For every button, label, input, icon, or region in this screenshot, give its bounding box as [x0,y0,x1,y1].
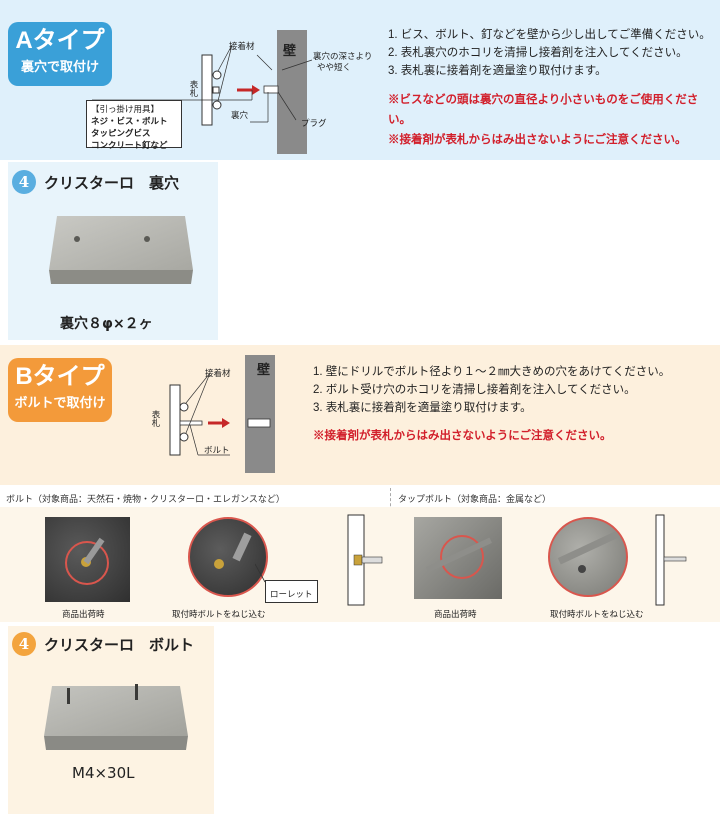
caption-shipping: 商品出荷時 [62,609,105,619]
instruction-step: 1. ビス、ボルト、釘などを壁から少し出してご準備ください。 [388,29,711,41]
type-b-warnings: ※接着剤が表札からはみ出さないようにご注意ください。 [313,426,713,446]
card-a-number: 4 [12,170,36,194]
bolt-icon [67,688,70,704]
card-a-caption: 裏穴８φ×２ヶ [60,316,153,332]
knurl-leader [255,563,266,583]
warning-text: ※接着剤が表札からはみ出さないようにご注意ください。 [388,134,687,146]
arrow-head-icon [222,418,230,428]
hole-icon [74,236,80,242]
highlight-circle [65,541,109,585]
card-b-title: クリスターロ ボルト [44,635,195,654]
bolt-label-b: ボルト [204,445,230,455]
type-a-instructions: 1. ビス、ボルト、釘などを壁から少し出してご準備ください。 2. 表札裏穴のホ… [388,26,718,80]
metal-install-photo [548,517,628,597]
instruction-step: 1. 壁にドリルでボルト径より１～２㎜大きめの穴をあけてください。 [313,366,671,378]
type-a-diagram [92,30,313,154]
type-a-title: Aタイプ [15,27,105,54]
arrow-head-icon [252,85,260,95]
card-b-caption: M4×30L [72,764,135,782]
card-a-title: クリスターロ 裏穴 [44,173,180,192]
hanger-item: ネジ・ビス・ボルト [91,116,168,126]
type-b-instructions: 1. 壁にドリルでボルト径より１～２㎜大きめの穴をあけてください。 2. ボルト… [313,363,713,417]
type-b-panel [0,345,720,485]
depth-note-2: やや短く [317,62,352,72]
warning-text: ※ビスなどの頭は裏穴の直径より小さいものをご使用ください。 [388,94,699,126]
type-b-title: Bタイプ [15,363,105,390]
plate-label-a: 表札 [189,80,199,97]
knurl-label: ローレット [270,589,313,599]
bolt-plate-diagram [347,514,383,606]
warning-text: ※接着剤が表札からはみ出さないようにご注意ください。 [313,430,612,442]
caption-install: 取付時ボルトをねじ込む [172,609,266,619]
wall-label-b: 壁 [257,363,271,378]
knurl-label-box: ローレット [265,580,318,603]
highlight-circle [440,535,484,579]
adhesive-label-a: 接着材 [229,41,255,51]
type-a-subtitle: 裏穴で取付け [20,60,99,75]
type-a-warnings: ※ビスなどの頭は裏穴の直径より小さいものをご使用ください。 ※接着剤が表札からは… [388,90,718,150]
hanger-item: タッピングビス [91,128,151,138]
back-hole-plate-image [49,216,193,284]
hanger-title: 【引っ掛け用具】 [91,104,160,114]
hole-shape [212,86,220,94]
type-b-subtitle: ボルトで取付け [14,396,106,411]
caption-install-2: 取付時ボルトをねじ込む [550,609,644,619]
insert-icon [214,559,224,569]
hanger-tools-box: 【引っ掛け用具】 ネジ・ビス・ボルト タッピングビス コンクリート釘など [86,100,182,150]
bolt-left-title: ボルト（対象商品：天然石・焼物・クリスターロ・エレガンスなど） [6,494,285,504]
plug-label: プラグ [301,118,327,128]
type-b-badge: Bタイプ ボルトで取付け [8,358,112,422]
card-b-header: 4 クリスターロ ボルト [12,632,194,656]
wall-label-a: 壁 [283,44,297,59]
card-b-number: 4 [12,632,36,656]
plate-shape [201,54,213,126]
bolt-plate-image [44,684,188,750]
tap-hole-icon [578,565,586,573]
bolt-icon [135,684,138,700]
instruction-step: 3. 表札裏に接着剤を適量塗り取付けます。 [313,402,532,414]
depth-note-1: 裏穴の深さより [313,51,373,61]
stone-install-photo [188,517,268,597]
type-a-badge: Aタイプ 裏穴で取付け [8,22,112,86]
plate-shape [169,384,181,456]
bolt-icon [557,528,625,565]
hole-icon [144,236,150,242]
instruction-step: 3. 表札裏に接着剤を適量塗り取付けます。 [388,65,607,77]
hole-label-a: 裏穴 [231,110,249,120]
tap-bolt-diagram [655,514,687,606]
plug-shape [263,85,279,94]
metal-shipping-photo [414,517,502,599]
bolt-icon [232,532,252,562]
wall-shape [277,30,307,154]
adhesive-label-b: 接着材 [205,368,231,378]
bolt-shape [179,420,203,426]
adhesive-blob [212,70,222,80]
plate-label-b: 表札 [151,410,161,427]
stone-shipping-photo [45,517,130,602]
instruction-step: 2. ボルト受け穴のホコリを清掃し接着剤を注入してください。 [313,384,636,396]
type-b-diagram [169,355,275,473]
wall-shape [245,355,275,473]
instruction-step: 2. 表札裏穴のホコリを清掃し接着剤を注入してください。 [388,47,688,59]
card-a-header: 4 クリスターロ 裏穴 [12,170,179,194]
adhesive-blob [212,100,222,110]
hanger-item: コンクリート釘など [91,140,168,150]
bolt-right-title: タップボルト（対象商品：金属など） [398,494,552,504]
caption-shipping-2: 商品出荷時 [434,609,477,619]
